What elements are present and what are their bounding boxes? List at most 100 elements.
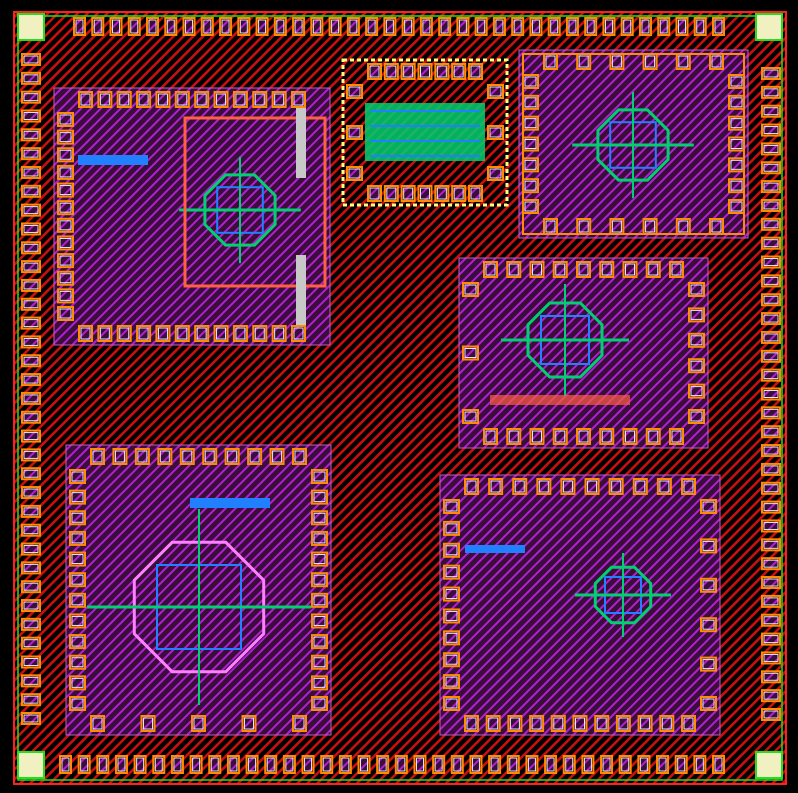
pad-metal [702,619,715,630]
pad-metal [635,480,646,493]
bond-pad [394,755,408,774]
pad-outline [761,161,781,175]
bond-pad [584,17,598,36]
bond-pad [213,325,229,342]
pad-metal [331,19,340,34]
pad-metal [137,450,148,463]
bond-pad [657,17,671,36]
pad-metal [348,127,361,138]
pad-outline [642,218,658,235]
pad-metal [578,220,589,233]
pad-outline [443,564,460,580]
pad-metal [71,492,84,503]
pad-metal [586,19,595,34]
bond-pad [599,261,615,278]
pad-metal [173,757,182,772]
bond-pad [599,428,615,445]
pad-metal [546,757,555,772]
bond-pad [609,218,625,235]
bond-pad [487,84,504,99]
bond-pad [761,557,781,571]
pad-metal [294,450,305,463]
bond-pad [688,307,705,323]
pad-metal [23,450,39,459]
bond-pad [136,91,152,108]
bond-pad [462,345,479,361]
pad-outline [311,489,328,505]
pad-metal [466,480,477,493]
pad-outline [247,448,263,465]
pad-metal [99,93,110,106]
pad-metal [23,432,39,441]
inductor-octagon [593,565,653,625]
pad-outline [21,53,41,66]
bond-pad [69,696,86,711]
pad-metal [177,327,188,340]
pad-metal [763,314,779,323]
pad-outline [400,185,416,202]
pad-outline [57,306,74,321]
bond-pad [464,478,479,495]
bond-pad [57,164,74,180]
bond-pad [264,755,278,774]
pad-outline [675,218,691,235]
bond-pad [709,218,724,235]
pad-metal [285,757,294,772]
bond-pad [443,542,460,558]
bond-pad [109,17,123,36]
bond-pad [310,17,324,36]
pad-outline [681,715,696,732]
bond-pad [155,325,171,342]
bond-pad [21,297,41,311]
pad-outline [522,178,539,194]
bond-pad [443,586,460,602]
pad-metal [555,263,566,276]
bond-pad [21,165,41,179]
bond-pad [78,325,93,342]
pad-outline [155,325,171,342]
pad-outline [576,428,591,445]
bond-pad [21,109,41,123]
pad-metal [532,263,542,276]
pad-metal [210,757,219,772]
inductor-octagon [526,301,604,379]
pad-outline [728,115,745,131]
pad-metal [489,168,502,179]
pad-metal [23,601,39,610]
pad-outline [21,316,41,330]
pad-outline [506,428,522,445]
bond-pad [367,185,382,202]
pad-outline [432,755,446,774]
pad-metal [763,635,779,644]
pad-outline [21,617,41,631]
pad-metal [92,450,103,463]
pad-outline [443,542,460,558]
pad-metal [378,757,387,772]
pad-outline [688,383,705,399]
bond-pad [219,17,233,36]
pad-metal [23,224,39,233]
bond-pad [69,634,86,650]
pad-outline [761,274,781,288]
bond-pad [69,572,86,588]
pad-outline [365,17,379,36]
pad-metal [23,714,39,723]
bond-pad [450,755,464,774]
pad-outline [761,689,781,703]
pad-metal [23,206,39,215]
pad-metal [71,698,84,709]
bond-pad [693,755,707,774]
pad-outline [338,755,352,774]
pad-outline [269,448,285,465]
pad-metal [369,187,380,200]
pad-metal [157,327,168,340]
bond-pad [174,325,190,342]
bond-pad [311,551,328,567]
pad-outline [69,551,86,567]
pad-metal [59,114,72,125]
pad-metal [763,446,779,455]
pad-metal [445,632,458,643]
pad-metal [216,327,227,340]
pad-metal [445,676,458,687]
